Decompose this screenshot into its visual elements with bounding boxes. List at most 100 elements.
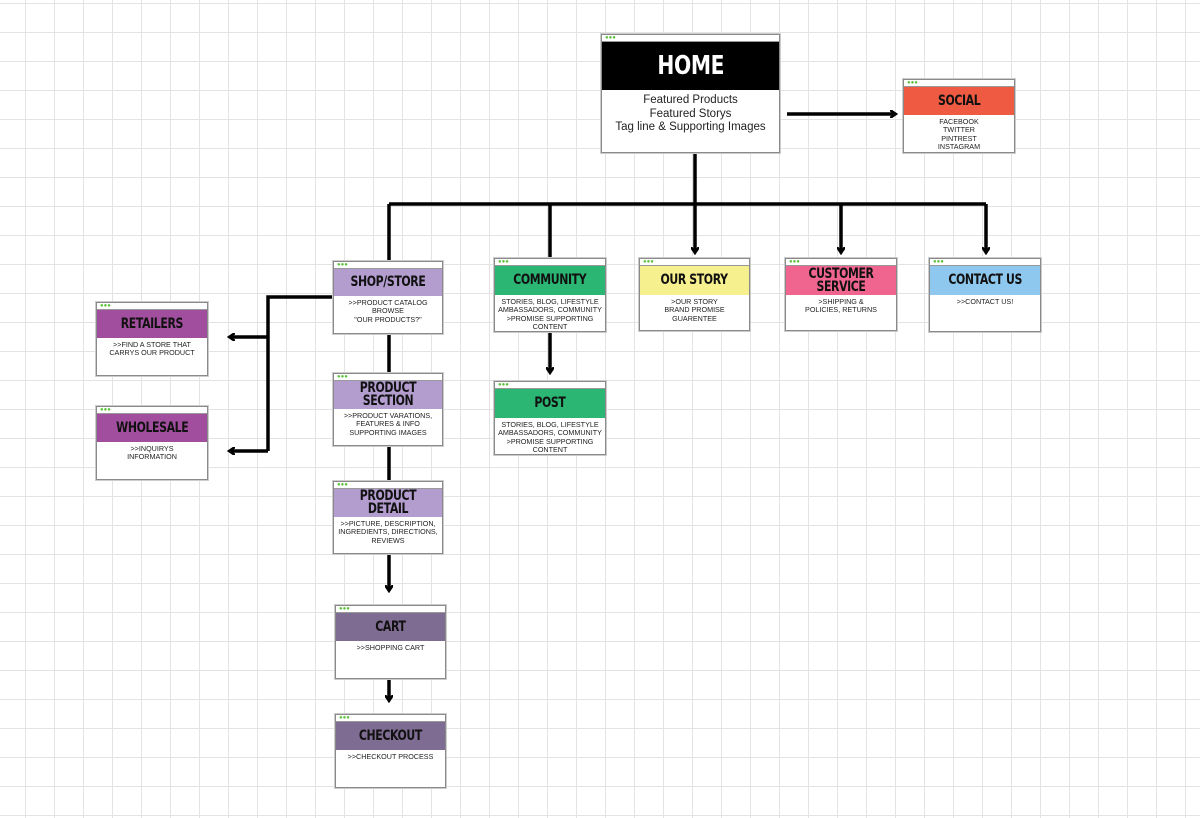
description-line: CONTENT xyxy=(532,445,568,455)
window-bar: ●●● xyxy=(334,482,442,489)
node-title: POST xyxy=(495,389,605,418)
window-bar: ●●● xyxy=(495,259,605,266)
description-line: "OUR PRODUCTS?" xyxy=(354,314,422,324)
description-line: Featured Storys xyxy=(649,107,732,120)
node-description: >>PICTURE, DESCRIPTION,INGREDIENTS, DIRE… xyxy=(334,517,442,545)
node-description: >>CHECKOUT PROCESS xyxy=(336,750,445,761)
description-line: POLICIES, RETURNS xyxy=(805,305,877,315)
window-dots-icon: ●●● xyxy=(339,606,350,612)
node-product-detail: ●●● PRODUCT DETAIL >>PICTURE, DESCRIPTIO… xyxy=(333,481,443,554)
node-contact: ●●● CONTACT US >>CONTACT US! xyxy=(929,258,1041,332)
window-bar: ●●● xyxy=(97,303,207,310)
node-title-text: POST xyxy=(534,395,566,411)
window-bar: ●●● xyxy=(904,80,1014,87)
description-line: INFORMATION xyxy=(127,452,177,462)
window-bar: ●●● xyxy=(336,715,445,722)
description-line: AMBASSADORS, COMMUNITY xyxy=(498,305,602,315)
node-title: CUSTOMER SERVICE xyxy=(786,266,896,295)
window-dots-icon: ●●● xyxy=(789,259,800,265)
description-line: >>CONTACT US! xyxy=(956,297,1014,306)
window-dots-icon: ●●● xyxy=(339,715,350,721)
description-line: >>CHECKOUT PROCESS xyxy=(347,752,434,761)
node-title: SHOP/STORE xyxy=(334,269,442,296)
window-dots-icon: ●●● xyxy=(337,262,348,268)
node-title-text: CONTACT US xyxy=(948,272,1022,288)
node-title: CHECKOUT xyxy=(336,722,445,750)
node-checkout: ●●● CHECKOUT >>CHECKOUT PROCESS xyxy=(335,714,446,788)
node-title: RETAILERS xyxy=(97,310,207,338)
window-bar: ●●● xyxy=(640,259,749,266)
description-line: INGREDIENTS, DIRECTIONS, xyxy=(338,527,438,537)
description-line: CONTENT xyxy=(532,322,568,332)
description-line: SUPPORTING IMAGES xyxy=(349,427,427,437)
description-line: >SHIPPING & xyxy=(818,297,864,306)
description-line: >>PRODUCT CATALOG xyxy=(348,298,428,307)
description-line: INSTAGRAM xyxy=(937,142,981,152)
node-title: HOME xyxy=(602,42,779,90)
window-bar: ●●● xyxy=(786,259,896,266)
window-dots-icon: ●●● xyxy=(337,482,348,488)
node-title: SOCIAL xyxy=(904,87,1014,115)
node-title-text: RETAILERS xyxy=(120,315,184,332)
node-title: WHOLESALE xyxy=(97,414,207,442)
node-title-text: CUSTOMER SERVICE xyxy=(808,265,874,295)
description-line: >PROMISE SUPPORTING xyxy=(506,436,594,446)
description-line: TWITTER xyxy=(943,125,975,135)
description-line: >>SHOPPING CART xyxy=(356,643,425,652)
node-title-text: COMMUNITY xyxy=(513,272,587,288)
description-line: GUARENTEE xyxy=(672,313,717,323)
node-title: COMMUNITY xyxy=(495,266,605,295)
window-dots-icon: ●●● xyxy=(498,382,509,388)
node-description: >>CONTACT US! xyxy=(930,295,1040,306)
node-title-text: OUR STORY xyxy=(660,272,729,288)
description-line: CARRYS OUR PRODUCT xyxy=(109,348,195,358)
node-description: >SHIPPING &POLICIES, RETURNS xyxy=(786,295,896,315)
description-line: STORIES, BLOG, LIFESTYLE xyxy=(501,297,599,306)
window-bar: ●●● xyxy=(495,382,605,389)
node-title-text: CART xyxy=(375,618,406,635)
description-line: BRAND PROMISE xyxy=(664,305,725,315)
node-title-text: PRODUCT SECTION xyxy=(359,380,417,409)
window-dots-icon: ●●● xyxy=(907,80,918,86)
description-line: FEATURES & INFO xyxy=(356,419,420,429)
node-title: CONTACT US xyxy=(930,266,1040,295)
description-line: REVIEWS xyxy=(371,535,405,545)
window-dots-icon: ●●● xyxy=(100,303,111,309)
description-line: >>PRODUCT VARATIONS, xyxy=(343,411,433,420)
window-dots-icon: ●●● xyxy=(337,374,348,380)
node-description: >>SHOPPING CART xyxy=(336,641,445,652)
node-title: CART xyxy=(336,613,445,641)
description-line: AMBASSADORS, COMMUNITY xyxy=(498,428,602,438)
window-bar: ●●● xyxy=(930,259,1040,266)
window-dots-icon: ●●● xyxy=(498,259,509,265)
window-dots-icon: ●●● xyxy=(100,407,111,413)
description-line: >>PICTURE, DESCRIPTION, xyxy=(340,519,436,528)
description-line: STORIES, BLOG, LIFESTYLE xyxy=(501,420,599,429)
node-customer-service: ●●● CUSTOMER SERVICE >SHIPPING &POLICIES… xyxy=(785,258,897,331)
node-title-text: HOME xyxy=(657,50,724,81)
node-title-text: PRODUCT DETAIL xyxy=(359,488,417,517)
description-line: >OUR STORY xyxy=(671,297,718,306)
node-title-text: SOCIAL xyxy=(937,92,981,109)
node-product-section: ●●● PRODUCT SECTION >>PRODUCT VARATIONS,… xyxy=(333,373,443,446)
node-title-text: CHECKOUT xyxy=(358,727,423,744)
node-title: PRODUCT DETAIL xyxy=(334,489,442,517)
